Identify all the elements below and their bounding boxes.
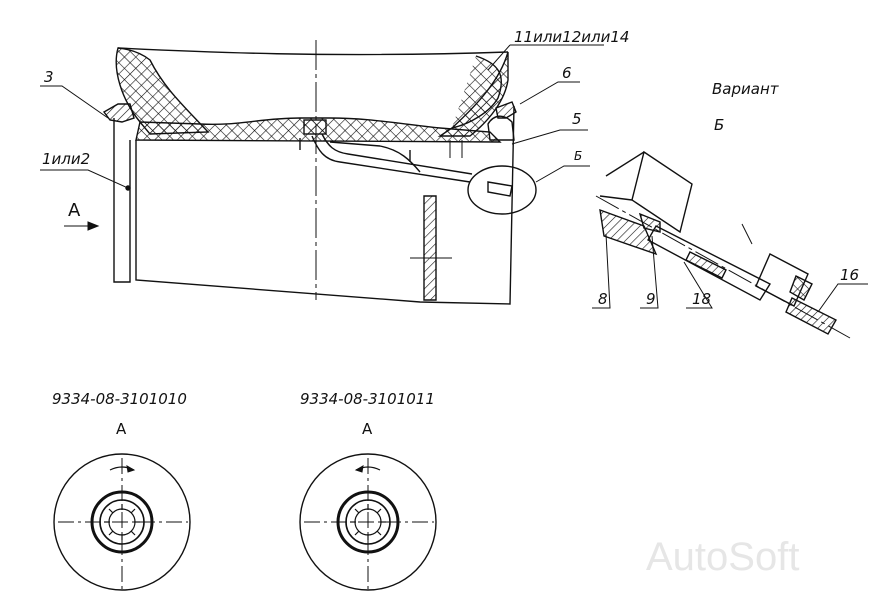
label-part-16: 16 (840, 266, 859, 284)
label-view-a: А (68, 200, 81, 221)
label-detail-b: Б (574, 149, 582, 163)
variant-title: Вариант (712, 80, 780, 98)
detail-b-circle (467, 165, 537, 215)
label-part-1or2: 1или2 (42, 150, 90, 168)
view-label-right: А (362, 420, 373, 438)
tire-outline (117, 47, 509, 56)
variant-leaders (592, 233, 868, 313)
wheel-body (135, 105, 515, 305)
label-part-8: 8 (598, 290, 608, 308)
view-a-left: 9334-08-3101010 А (52, 390, 191, 592)
tire-left-sidewall (115, 47, 210, 135)
valve-head (303, 119, 327, 135)
variant-b-detail (595, 150, 851, 339)
main-section-view (102, 40, 537, 305)
view-label-left: А (116, 420, 127, 438)
label-part-3: 3 (44, 68, 54, 86)
spoke-marks-right (350, 504, 386, 540)
spoke-marks-left (104, 504, 140, 540)
label-part-6: 6 (562, 64, 572, 82)
label-part-9: 9 (646, 290, 656, 308)
label-part-18: 18 (692, 290, 711, 308)
leaders (40, 44, 604, 231)
part-8-body (599, 208, 658, 256)
valve-tip (487, 181, 513, 197)
label-part-11or12or14: 11или12или14 (514, 28, 629, 46)
watermark: AutoSoft (646, 535, 799, 579)
view-code-right: 9334-08-3101011 (300, 390, 435, 408)
left-flange (102, 103, 135, 123)
view-code-left: 9334-08-3101010 (52, 390, 187, 408)
view-a-right: 9334-08-3101011 А (299, 390, 437, 592)
disc (423, 195, 437, 301)
label-part-5: 5 (572, 110, 582, 128)
valve-tube (647, 225, 771, 301)
variant-letter: Б (714, 116, 724, 134)
